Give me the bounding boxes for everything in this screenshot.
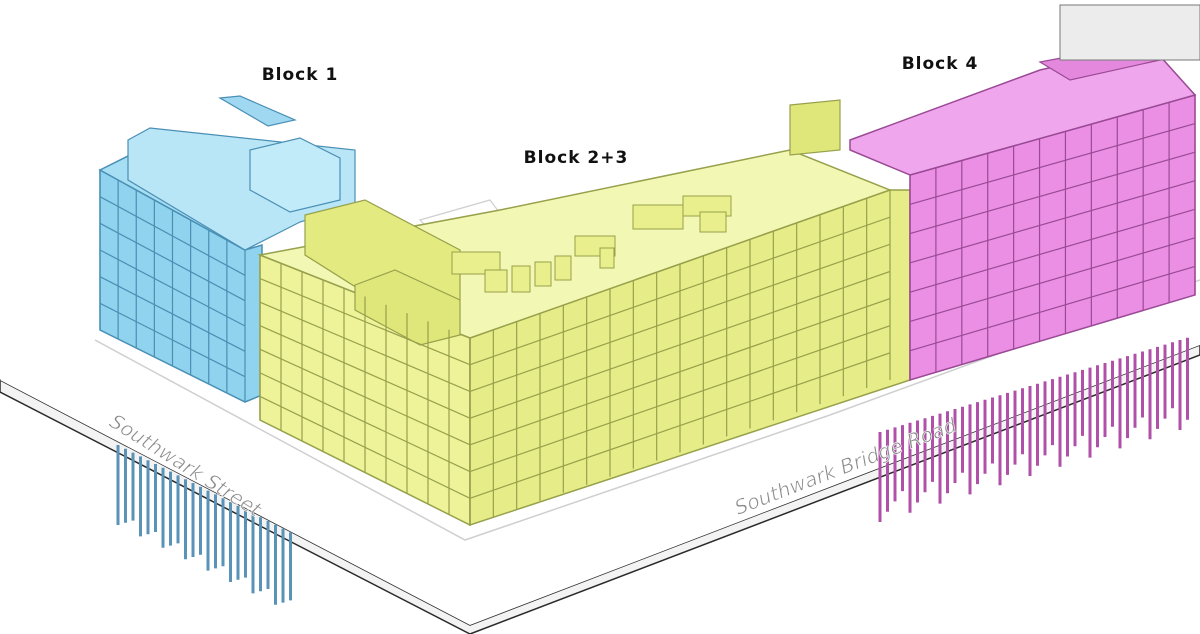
roof-plant xyxy=(599,247,615,269)
structure-line xyxy=(99,276,246,352)
structure-line xyxy=(99,222,246,302)
roof-plant xyxy=(451,251,501,275)
block-2-3-building xyxy=(257,99,911,527)
structure-line xyxy=(99,196,246,276)
structure-line xyxy=(469,325,891,473)
roof-plant xyxy=(554,255,572,281)
structure-line xyxy=(909,122,1196,205)
roof-plant xyxy=(534,261,552,287)
roof-plant xyxy=(699,211,727,233)
structure-line xyxy=(259,325,471,419)
roof-plant xyxy=(511,265,531,293)
roof-plant xyxy=(632,204,684,230)
piles-block-4 xyxy=(878,337,1189,522)
structure-line xyxy=(909,208,1196,293)
structure-line xyxy=(259,301,471,392)
block-2-3-label: Block 2+3 xyxy=(524,148,629,168)
structure-line xyxy=(469,352,891,499)
structure-line xyxy=(469,216,891,366)
structure-line xyxy=(259,348,471,446)
block-1-building xyxy=(98,95,356,403)
block-4-label: Block 4 xyxy=(902,54,979,74)
structure-line xyxy=(469,243,891,392)
structure-line xyxy=(909,237,1196,323)
structure-line xyxy=(909,265,1196,352)
structure-line xyxy=(909,151,1196,235)
structure-line xyxy=(909,180,1196,264)
roof-plant xyxy=(484,269,508,293)
structure-line xyxy=(259,278,471,366)
structure-line xyxy=(259,395,471,499)
block-4-building xyxy=(849,4,1200,382)
structure-line xyxy=(99,249,246,327)
structure-line xyxy=(99,302,246,378)
structure-line xyxy=(469,298,891,446)
structure-line xyxy=(469,270,891,419)
structure-line xyxy=(259,372,471,473)
block-1-label: Block 1 xyxy=(262,65,339,85)
piles-southwark-street xyxy=(116,445,292,605)
